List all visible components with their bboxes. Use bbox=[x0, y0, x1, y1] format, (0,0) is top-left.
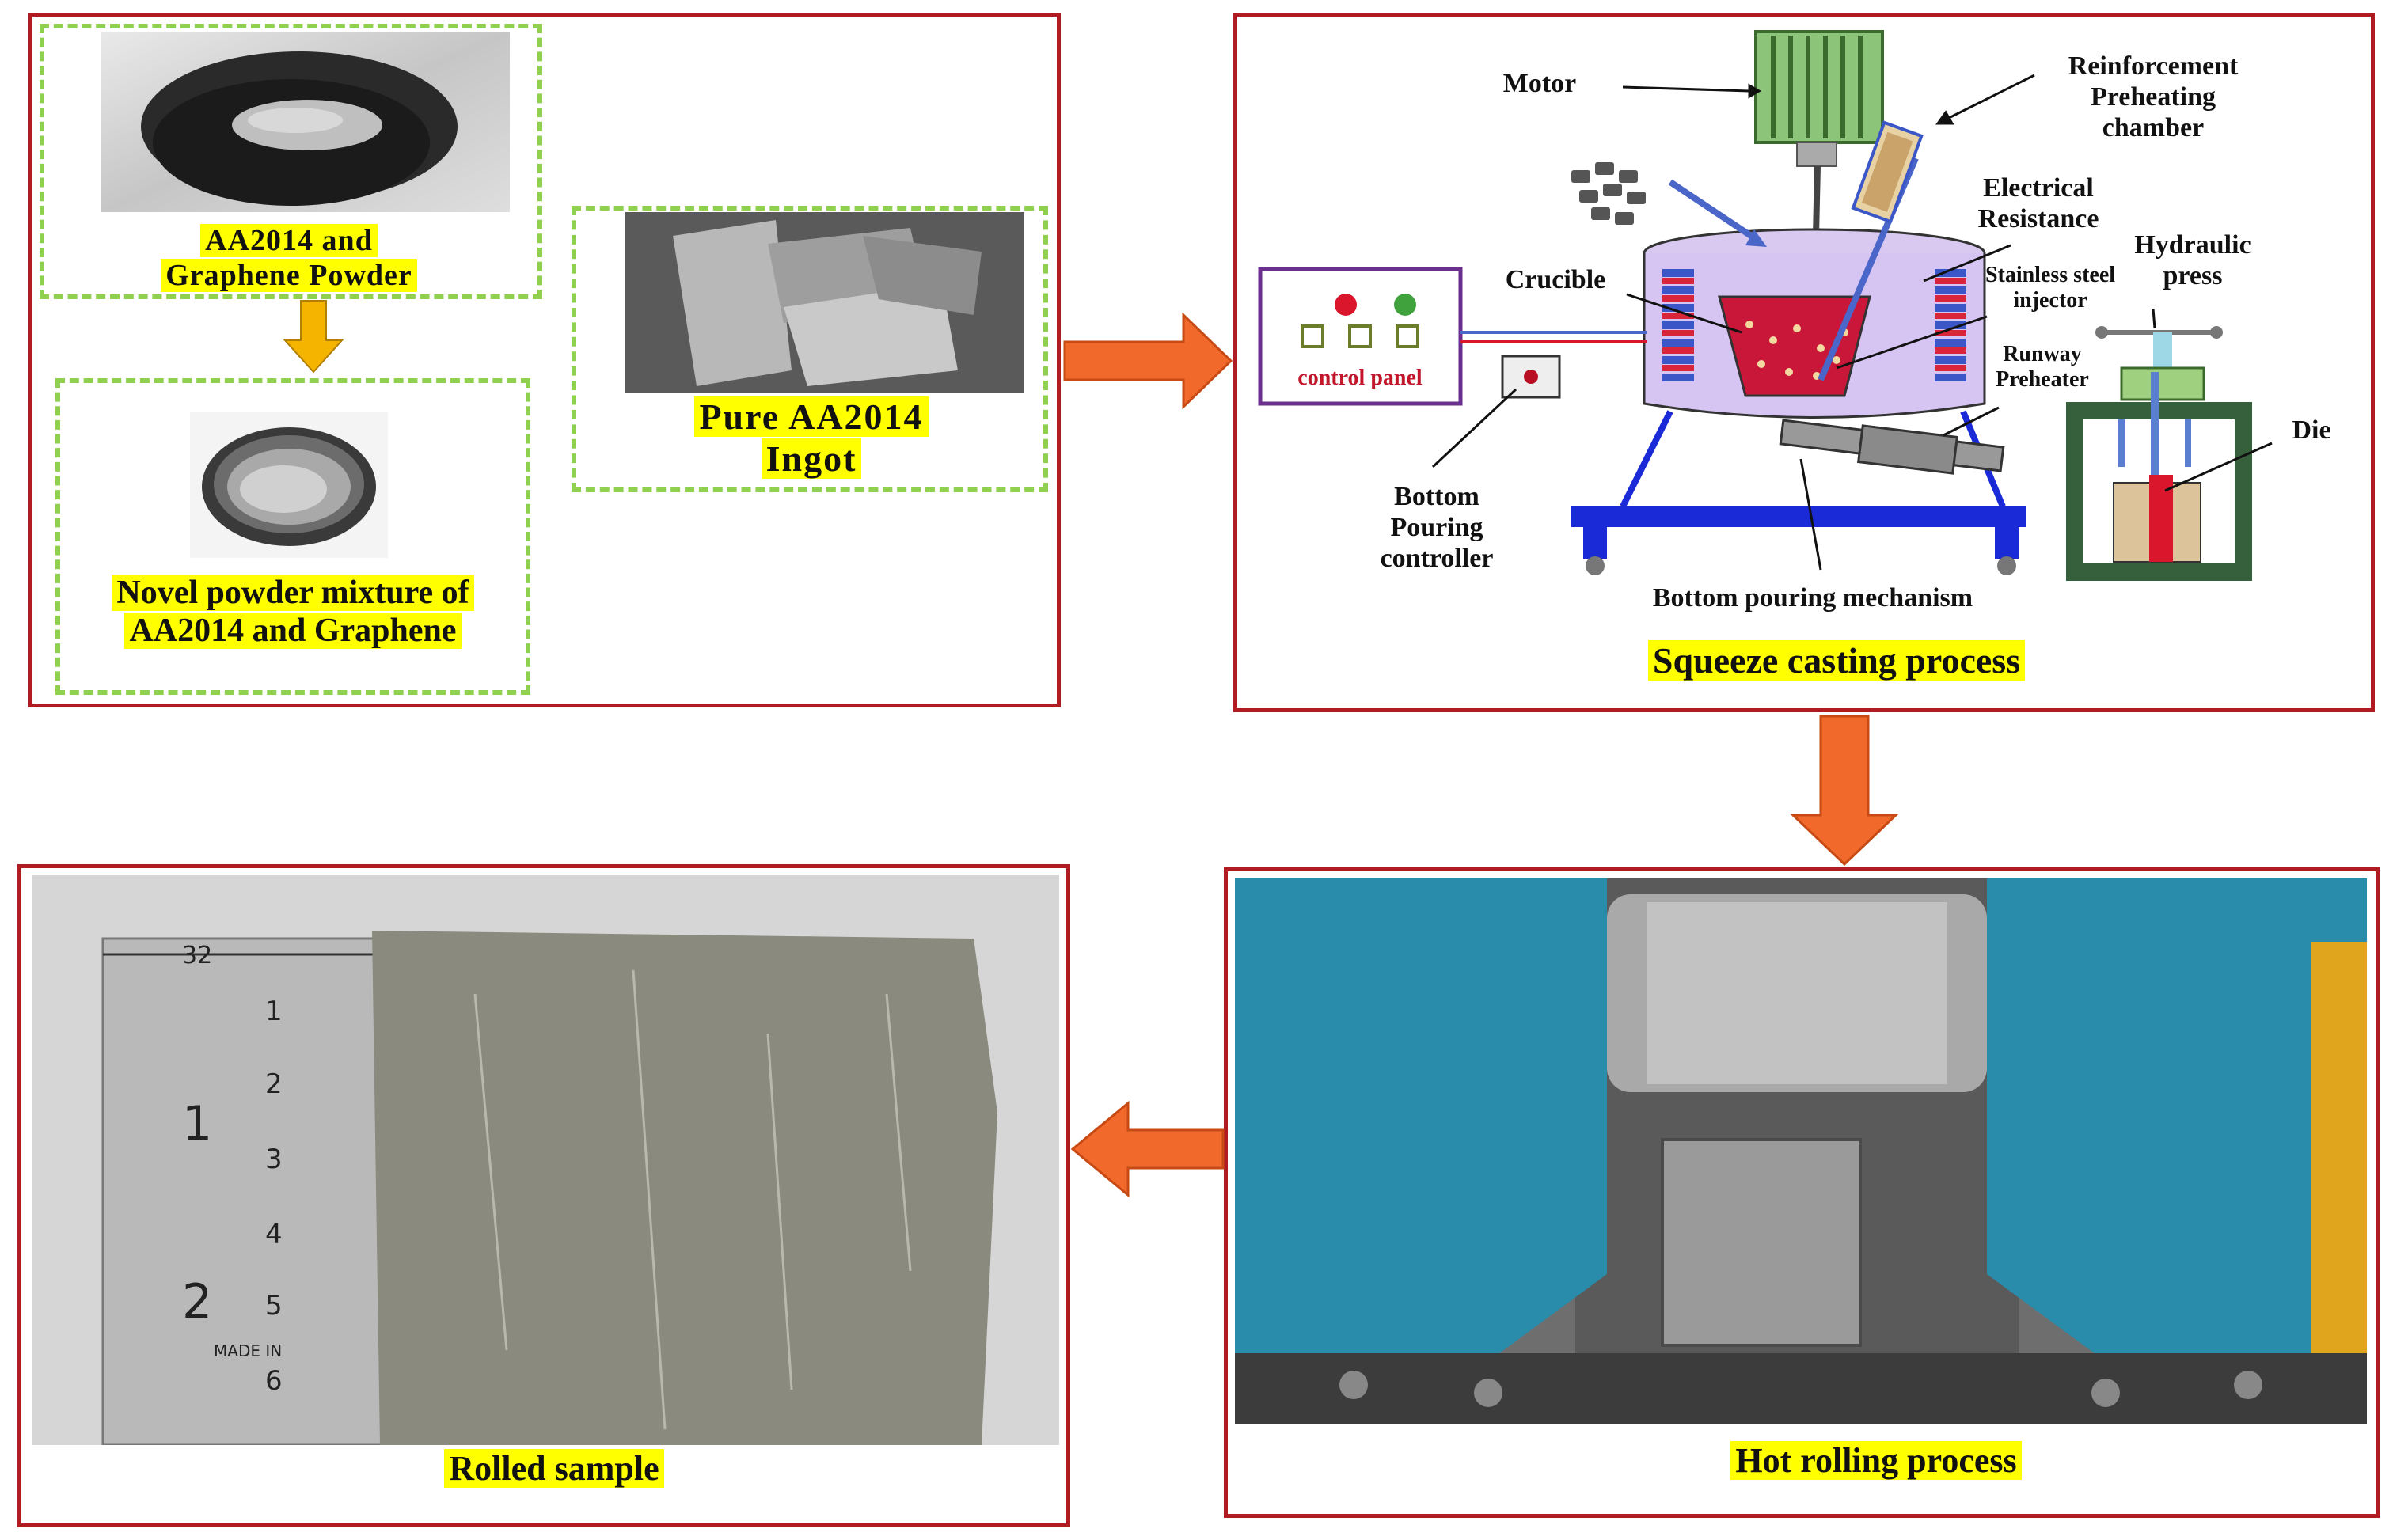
ruler-in-1: 1 bbox=[182, 1096, 213, 1151]
label-hydraulic-2: press bbox=[2163, 261, 2223, 291]
label-electrical: Electrical Resistance bbox=[1947, 173, 2129, 234]
label-runway: Runway Preheater bbox=[1963, 342, 2121, 393]
label-runway-2: Preheater bbox=[1996, 367, 2089, 393]
ruler-cm-1: 1 bbox=[265, 996, 283, 1027]
label-reinforcement-3: chamber bbox=[2102, 113, 2205, 143]
label-reinforcement-1: Reinforcement bbox=[2068, 51, 2239, 81]
label-bottom-pouring-1: Bottom bbox=[1394, 482, 1479, 511]
label-reinforcement: Reinforcement Preheating chamber bbox=[2026, 51, 2280, 143]
rolled-sample-image bbox=[32, 875, 1059, 1445]
label-stainless: Stainless steel injector bbox=[1955, 263, 2145, 313]
squeeze-casting-title: Squeeze casting process bbox=[1583, 639, 2090, 681]
label-electrical-1: Electrical bbox=[1983, 173, 2094, 203]
label-reinforcement-2: Preheating bbox=[2090, 82, 2216, 112]
ruler-in-2: 2 bbox=[182, 1274, 213, 1329]
label-crucible: Crucible bbox=[1505, 265, 1606, 294]
ruler-top-label: 32 bbox=[182, 942, 213, 969]
label-electrical-2: Resistance bbox=[1977, 204, 2099, 234]
graphene-powder-image bbox=[101, 32, 510, 212]
ruler-labels: 32 1 2 1 3 4 2 5 MADE IN 6 bbox=[103, 942, 372, 1417]
ruler-made-in: MADE IN bbox=[214, 1341, 283, 1360]
hot-rolling-title-text: Hot rolling process bbox=[1730, 1441, 2022, 1480]
powder-caption-line2: Graphene Powder bbox=[161, 259, 417, 292]
arrow-right bbox=[1063, 312, 1233, 410]
ingot-image bbox=[625, 212, 1024, 393]
powder-box bbox=[40, 24, 542, 299]
ruler-cm-3: 3 bbox=[265, 1144, 283, 1175]
label-bottom-pouring-3: controller bbox=[1380, 544, 1494, 574]
label-control-panel: control panel bbox=[1297, 366, 1423, 390]
powder-caption: AA2014 and Graphene Powder bbox=[47, 223, 530, 293]
mixture-caption-line2: AA2014 and Graphene bbox=[124, 613, 462, 649]
ingot-box bbox=[572, 206, 1048, 492]
ruler-cm-5: 5 bbox=[265, 1290, 283, 1322]
ruler-cm-6: 6 bbox=[265, 1365, 283, 1397]
powder-caption-line1: AA2014 and bbox=[200, 224, 378, 257]
label-mechanism: Bottom pouring mechanism bbox=[1652, 583, 1973, 613]
label-hydraulic: Hydraulic press bbox=[2110, 229, 2276, 291]
label-runway-1: Runway bbox=[2003, 342, 2082, 366]
hot-rolling-image bbox=[1235, 878, 2367, 1424]
ruler-cm-4: 4 bbox=[265, 1219, 283, 1250]
mixture-caption-line1: Novel powder mixture of bbox=[112, 575, 474, 611]
mixture-caption: Novel powder mixture of AA2014 and Graph… bbox=[67, 574, 518, 650]
label-bottom-pouring-2: Pouring bbox=[1390, 513, 1483, 543]
label-hydraulic-1: Hydraulic bbox=[2134, 230, 2251, 260]
arrow-left bbox=[1070, 1100, 1225, 1198]
ingot-caption-line2: Ingot bbox=[761, 438, 862, 479]
label-die: Die bbox=[2292, 415, 2331, 445]
arrow-down bbox=[1790, 715, 1899, 867]
mixture-box bbox=[55, 378, 530, 695]
label-stainless-1: Stainless steel bbox=[1985, 263, 2116, 287]
ingot-caption-line1: Pure AA2014 bbox=[694, 396, 929, 437]
rolled-sample-title: Rolled sample bbox=[317, 1448, 792, 1489]
label-motor: Motor bbox=[1502, 69, 1577, 98]
powder-mixture-image bbox=[190, 412, 388, 558]
rolled-sample-title-text: Rolled sample bbox=[444, 1449, 664, 1488]
ingot-caption: Pure AA2014 Ingot bbox=[586, 396, 1037, 480]
hot-rolling-title: Hot rolling process bbox=[1583, 1440, 2169, 1481]
label-stainless-2: injector bbox=[2013, 288, 2087, 313]
label-bottom-pouring: Bottom Pouring controller bbox=[1346, 481, 1528, 574]
squeeze-casting-title-text: Squeeze casting process bbox=[1647, 640, 2026, 681]
ruler-cm-2: 2 bbox=[265, 1068, 283, 1100]
